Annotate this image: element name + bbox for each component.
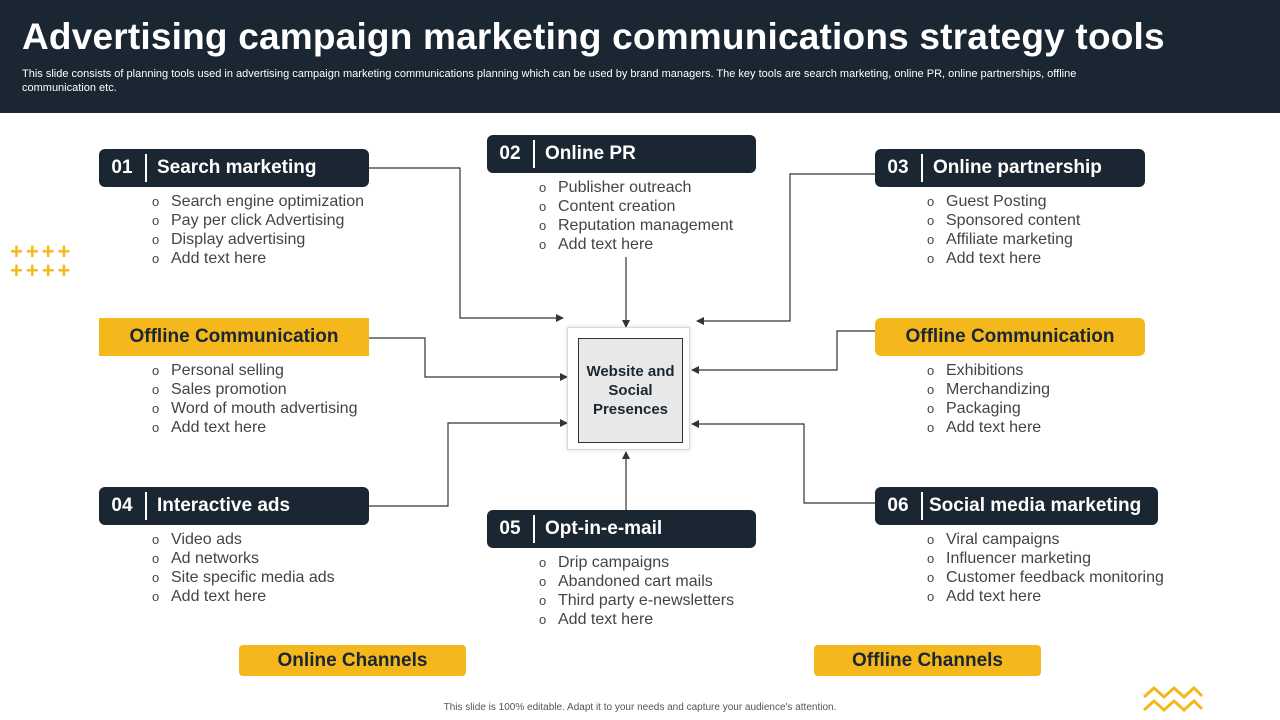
tool-box-social-media-marketing: 06 Social media marketing <box>875 487 1158 525</box>
list-item: Add text here <box>927 418 1050 437</box>
plus-decoration-icon: ++++++++ <box>10 239 74 283</box>
list-item: Word of mouth advertising <box>152 399 357 418</box>
list-item: Add text here <box>152 587 335 606</box>
header-bar: Advertising campaign marketing communica… <box>0 0 1280 113</box>
tool-list-search-marketing: Search engine optimization Pay per click… <box>152 192 364 268</box>
tool-box-offline-communication-left: Offline Communication <box>99 318 369 356</box>
list-item: Reputation management <box>539 216 733 235</box>
tool-box-search-marketing: 01 Search marketing <box>99 149 369 187</box>
connector-online-partnership <box>696 173 875 325</box>
list-item: Drip campaigns <box>539 553 734 572</box>
list-item: Sponsored content <box>927 211 1080 230</box>
connector-offline-right <box>691 330 875 374</box>
tool-title: Search marketing <box>157 157 317 178</box>
list-item: Add text here <box>539 610 734 629</box>
list-item: Add text here <box>927 249 1080 268</box>
list-item: Guest Posting <box>927 192 1080 211</box>
connector-social-media <box>691 420 875 504</box>
center-node: Website and Social Presences <box>567 327 690 450</box>
tool-title: Interactive ads <box>157 495 291 516</box>
footer-note: This slide is 100% editable. Adapt it to… <box>443 702 837 713</box>
list-item: Add text here <box>152 418 357 437</box>
list-item: Affiliate marketing <box>927 230 1080 249</box>
list-item: Site specific media ads <box>152 568 335 587</box>
list-item: Search engine optimization <box>152 192 364 211</box>
tool-title: Opt-in-e-mail <box>545 518 663 539</box>
tool-number: 05 <box>499 518 521 539</box>
tool-box-online-partnership: 03 Online partnership <box>875 149 1145 187</box>
tool-list-interactive-ads: Video ads Ad networks Site specific medi… <box>152 530 335 606</box>
tool-title: Social media marketing <box>929 495 1142 516</box>
list-item: Influencer marketing <box>927 549 1164 568</box>
tool-list-online-pr: Publisher outreach Content creation Repu… <box>539 178 733 254</box>
list-item: Packaging <box>927 399 1050 418</box>
list-item: Personal selling <box>152 361 357 380</box>
tool-list-offline-communication-right: Exhibitions Merchandizing Packaging Add … <box>927 361 1050 437</box>
list-item: Content creation <box>539 197 733 216</box>
list-item: Video ads <box>152 530 335 549</box>
zigzag-decoration-icon <box>1142 685 1204 713</box>
tool-list-online-partnership: Guest Posting Sponsored content Affiliat… <box>927 192 1080 268</box>
tool-title: Offline Communication <box>905 326 1115 347</box>
list-item: Abandoned cart mails <box>539 572 734 591</box>
tool-number: 06 <box>887 495 909 516</box>
list-item: Display advertising <box>152 230 364 249</box>
tool-list-opt-in-email: Drip campaigns Abandoned cart mails Thir… <box>539 553 734 629</box>
list-item: Add text here <box>539 235 733 254</box>
offline-channels-label: Offline Channels <box>814 645 1041 676</box>
tool-number: 04 <box>111 495 133 516</box>
tool-list-social-media-marketing: Viral campaigns Influencer marketing Cus… <box>927 530 1164 606</box>
online-channels-label: Online Channels <box>239 645 466 676</box>
list-item: Pay per click Advertising <box>152 211 364 230</box>
list-item: Merchandizing <box>927 380 1050 399</box>
connector-search-marketing <box>369 167 564 322</box>
slide-title: Advertising campaign marketing communica… <box>22 16 1165 57</box>
connector-offline-left <box>369 337 568 381</box>
list-item: Add text here <box>152 249 364 268</box>
tool-box-interactive-ads: 04 Interactive ads <box>99 487 369 525</box>
list-item: Third party e-newsletters <box>539 591 734 610</box>
tool-title: Offline Communication <box>129 326 339 347</box>
list-item: Sales promotion <box>152 380 357 399</box>
list-item: Ad networks <box>152 549 335 568</box>
tool-box-opt-in-email: 05 Opt-in-e-mail <box>487 510 756 548</box>
list-item: Publisher outreach <box>539 178 733 197</box>
list-item: Exhibitions <box>927 361 1050 380</box>
list-item: Customer feedback monitoring <box>927 568 1164 587</box>
tool-list-offline-communication-left: Personal selling Sales promotion Word of… <box>152 361 357 437</box>
tool-number: 01 <box>111 157 133 178</box>
connector-interactive-ads <box>369 419 568 507</box>
tool-number: 02 <box>499 143 521 164</box>
tool-box-online-pr: 02 Online PR <box>487 135 756 173</box>
list-item: Viral campaigns <box>927 530 1164 549</box>
tool-title: Online partnership <box>933 157 1102 178</box>
tool-title: Online PR <box>545 143 636 164</box>
slide-subtitle: This slide consists of planning tools us… <box>22 68 1077 94</box>
center-label: Website and Social Presences <box>586 363 675 418</box>
tool-box-offline-communication-right: Offline Communication <box>875 318 1145 356</box>
tool-number: 03 <box>887 157 909 178</box>
list-item: Add text here <box>927 587 1164 606</box>
